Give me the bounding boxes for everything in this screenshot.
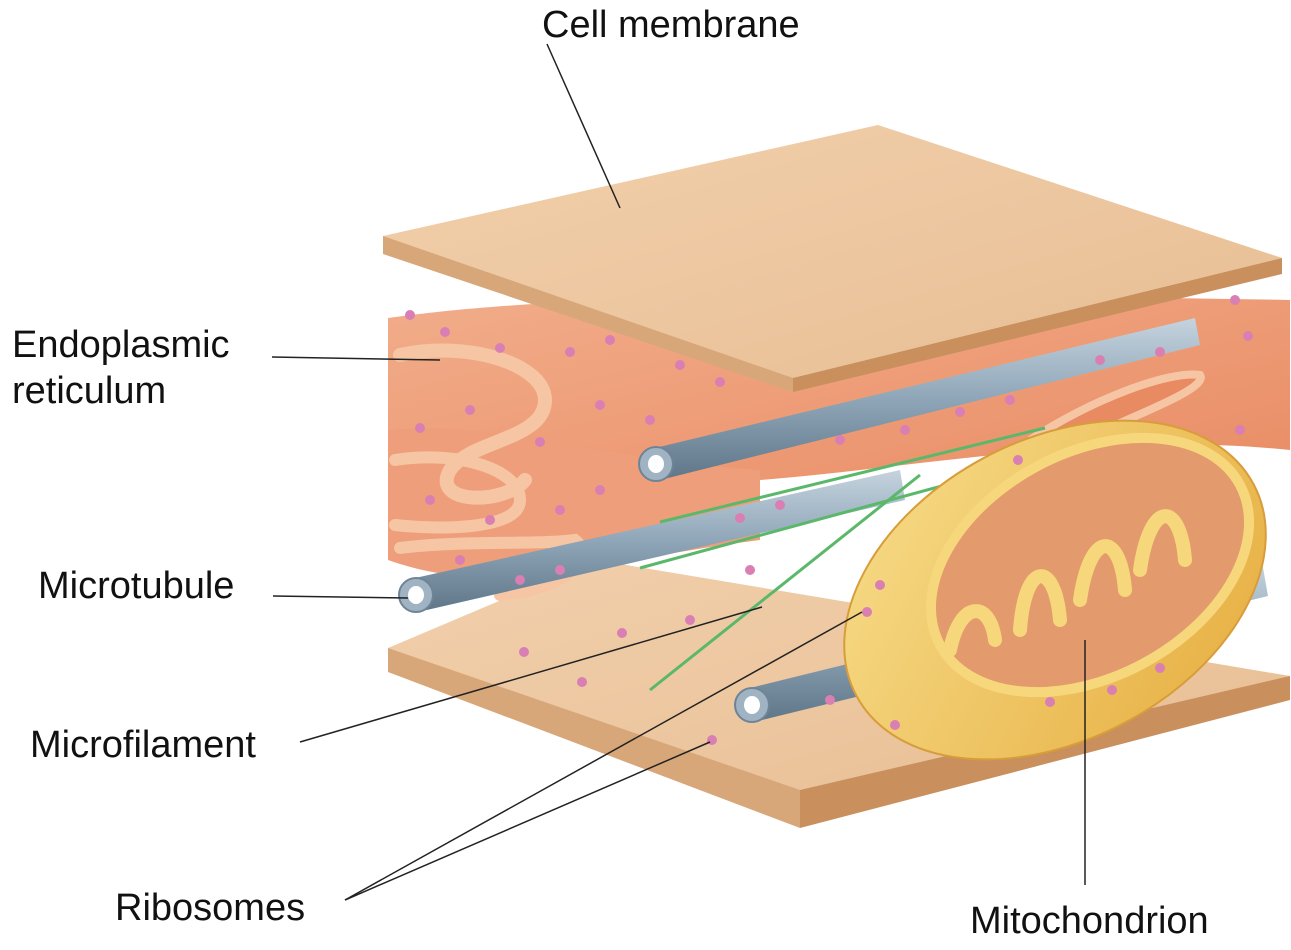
label-cell-membrane: Cell membrane xyxy=(542,2,800,48)
leader-ribosomes-b xyxy=(345,742,710,900)
label-microfilament: Microfilament xyxy=(30,722,256,768)
label-endoplasmic-reticulum: Endoplasmic reticulum xyxy=(12,322,230,414)
leader-cell-membrane xyxy=(547,44,620,208)
label-microtubule: Microtubule xyxy=(38,563,234,609)
label-endoplasmic-line1: Endoplasmic xyxy=(12,322,230,368)
label-endoplasmic-line2: reticulum xyxy=(12,368,230,414)
leader-microtubule xyxy=(273,596,408,598)
label-ribosomes: Ribosomes xyxy=(115,885,305,931)
label-mitochondrion: Mitochondrion xyxy=(970,898,1209,944)
